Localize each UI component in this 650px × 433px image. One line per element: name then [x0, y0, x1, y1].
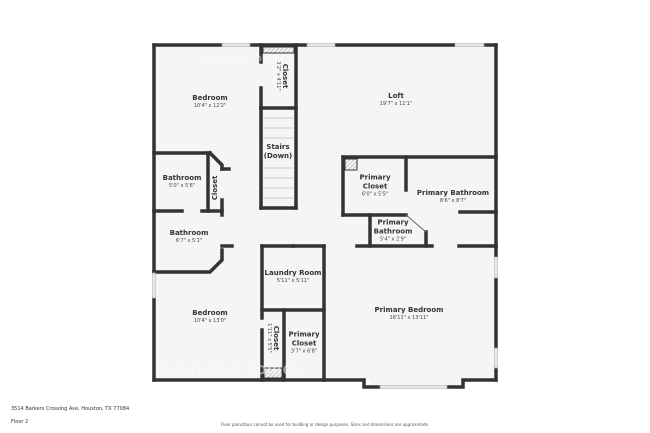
room-name: Laundry Room: [264, 269, 322, 277]
room-bedroom-2: Bedroom 10'4" x 13'0": [192, 309, 227, 325]
room-name: Primary Bedroom: [374, 306, 444, 314]
room-dims: 10'4" x 13'0": [193, 318, 227, 324]
room-name: Closet: [211, 175, 219, 201]
door-swing: [405, 214, 427, 233]
floor-label: Floor 2: [11, 419, 29, 425]
room-name: Primary Bathroom: [416, 189, 490, 197]
room-closet-2: Closet: [211, 176, 219, 201]
room-bathroom-1: Bathroom 5'0" x 5'6": [163, 174, 202, 190]
room-primary-bathroom-1: Primary Bathroom 8'6" x 8'7": [417, 189, 489, 205]
room-name: Closet: [272, 325, 280, 351]
room-primary-closet-1: Primary Closet 6'0" x 5'5": [359, 174, 390, 199]
room-dims: 16'11" x 13'11": [389, 315, 429, 321]
room-name: Primary: [377, 218, 409, 227]
room-name: Bathroom: [162, 174, 202, 182]
room-name-2: (Down): [263, 152, 293, 160]
hatched-chase: [262, 46, 295, 54]
room-closet-3: Closet 1'11" x 5'5": [266, 323, 280, 352]
room-primary-closet-2: Primary Closet 3'7" x 6'8": [288, 331, 319, 356]
room-name: Bathroom: [169, 229, 209, 237]
room-closet-1: Closet 3'2" x 4'11": [275, 61, 289, 90]
room-name: Primary: [359, 173, 391, 182]
room-name: Closet: [281, 63, 289, 89]
room-dims: 3'7" x 6'8": [290, 348, 318, 355]
room-dims: 5'4" x 2'9": [379, 236, 407, 243]
room-name: Bedroom: [192, 309, 228, 317]
room-name: Bedroom: [192, 94, 228, 102]
room-bathroom-2: Bathroom 6'7" x 5'1": [170, 229, 209, 245]
walls: [152, 43, 498, 389]
room-name: Loft: [388, 92, 404, 100]
room-dims: 6'0" x 5'5": [361, 191, 389, 198]
room-dims: 1'11" x 5'5": [266, 323, 272, 353]
room-name: Stairs: [266, 143, 290, 151]
room-laundry: Laundry Room 5'11" x 5'11": [265, 269, 322, 285]
room-bedroom-1: Bedroom 10'4" x 12'2": [192, 94, 227, 110]
room-primary-bathroom-2: Primary Bathroom 5'4" x 2'9": [374, 219, 413, 244]
room-dims: 6'7" x 5'1": [175, 238, 203, 244]
room-loft: Loft 19'7" x 11'1": [380, 92, 413, 108]
room-name-2: Closet: [362, 182, 388, 191]
room-dims: 5'0" x 5'6": [168, 183, 196, 189]
room-dims: 3'2" x 4'11": [275, 61, 281, 91]
stair-treads: [263, 117, 294, 199]
windows: [152, 43, 498, 389]
room-dims: 10'4" x 12'2": [193, 103, 227, 109]
room-dims: 8'6" x 8'7": [439, 198, 467, 204]
room-name-2: Closet: [291, 339, 317, 348]
room-stairs: Stairs (Down): [264, 143, 292, 161]
hatched-chase: [344, 158, 358, 171]
disclaimer: Floor plans/tour cannot be used for buil…: [220, 422, 430, 427]
hatched-chase: [263, 367, 283, 379]
room-primary-bedroom: Primary Bedroom 16'11" x 13'11": [375, 306, 444, 322]
room-name: Primary: [288, 330, 320, 339]
room-dims: 19'7" x 11'1": [379, 101, 413, 107]
room-dims: 5'11" x 5'11": [276, 278, 310, 284]
watermark-bottom: invitation homes: [160, 360, 302, 378]
room-name-2: Bathroom: [373, 227, 413, 236]
watermark-top: invitation homes: [200, 54, 292, 64]
address: 3514 Barkers Crossing Ave, Houston, TX 7…: [11, 406, 130, 412]
